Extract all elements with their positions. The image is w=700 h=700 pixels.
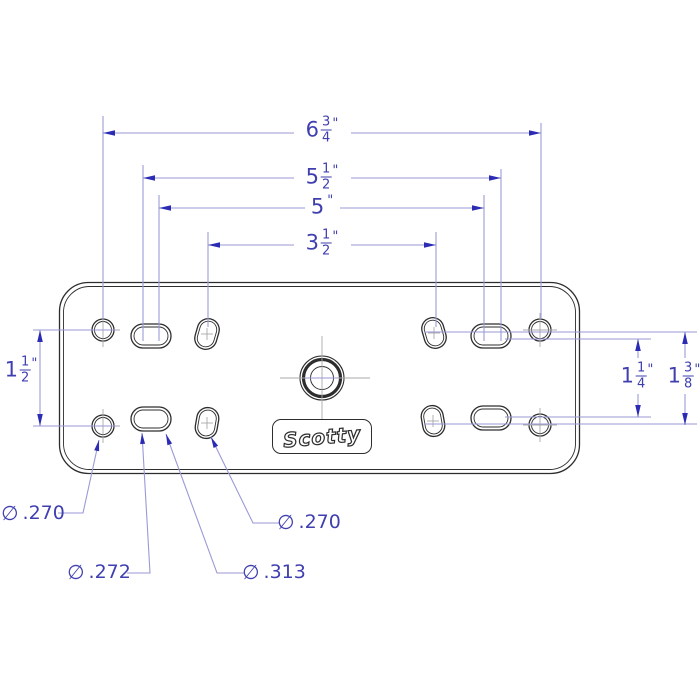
diameter-label-272: ∅.272 xyxy=(67,560,131,584)
dimension-5: 5" xyxy=(310,193,334,219)
arrowheads xyxy=(37,130,688,452)
slot-hole-bottom-right xyxy=(470,405,512,431)
diameter-symbol-icon: ∅ xyxy=(277,510,295,534)
slot-hole-top-right xyxy=(470,323,512,349)
dimension-lines xyxy=(39,132,686,426)
diameter-symbol-icon: ∅ xyxy=(1,501,19,525)
scotty-logo-badge: Scotty xyxy=(272,419,372,454)
diameter-label-270-left: ∅.270 xyxy=(1,501,65,525)
diameter-label-313: ∅.313 xyxy=(242,560,306,584)
slot-hole-top-left xyxy=(130,323,172,349)
extension-lines xyxy=(33,116,697,427)
scotty-logo-text: Scotty xyxy=(281,421,362,453)
diameter-symbol-icon: ∅ xyxy=(242,560,260,584)
diameter-symbol-icon: ∅ xyxy=(67,560,85,584)
leader-lines xyxy=(58,432,280,574)
diameter-label-270-right: ∅.270 xyxy=(277,510,341,534)
slot-hole-bottom-left xyxy=(130,406,172,432)
